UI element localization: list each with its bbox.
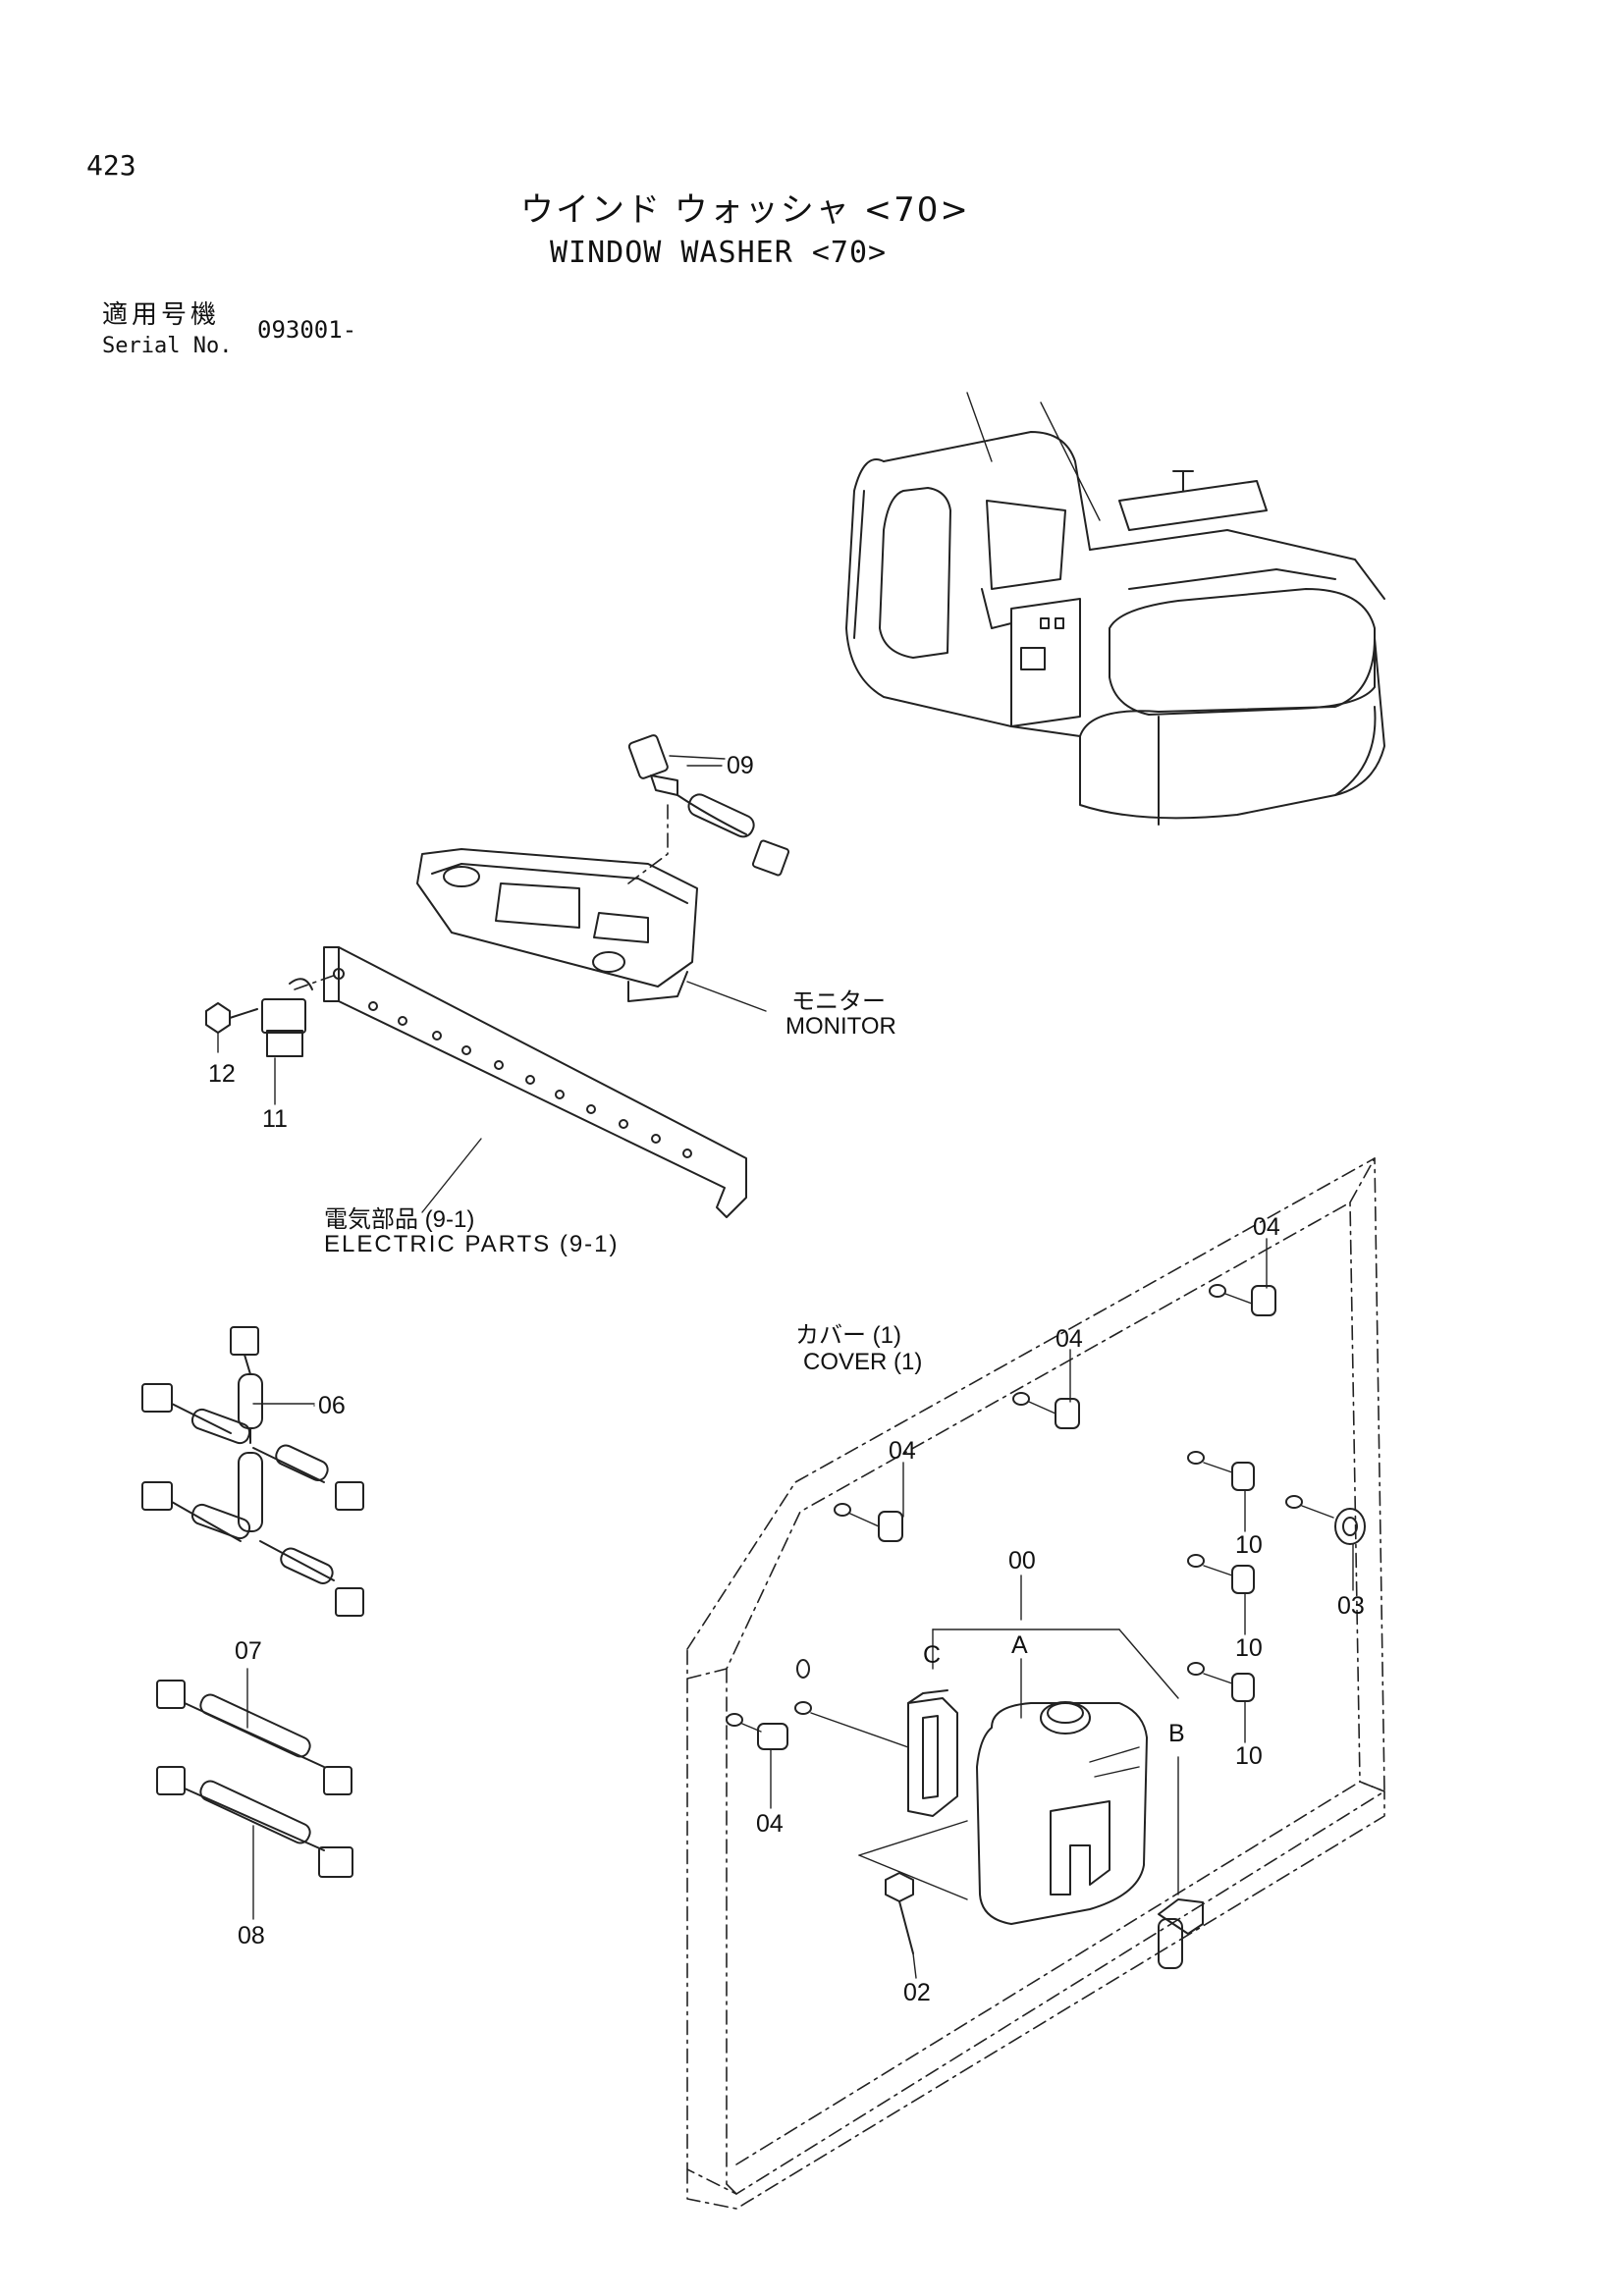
callout-12: 12: [208, 1060, 236, 1088]
cover-label-japanese: カバー (1): [795, 1322, 901, 1349]
page-title: WINDOW WASHER <70>: [550, 236, 888, 270]
washer-tank-icon: [794, 1575, 1204, 1969]
callout-10-b: 10: [1235, 1634, 1263, 1662]
cover-label: COVER (1): [803, 1349, 923, 1375]
harness-07-icon: [156, 1668, 352, 1795]
clip-04-left-icon: [834, 1462, 904, 1542]
clip-10-b-icon: [1187, 1554, 1255, 1635]
page-title-japanese: ウインド ウォッシャ <70>: [520, 190, 970, 230]
serial-number: 093001-: [257, 316, 357, 344]
serial-label: Serial No.: [102, 334, 233, 358]
callout-ref-c: C: [923, 1641, 942, 1669]
callout-08: 08: [238, 1922, 265, 1949]
page-number: 423: [86, 149, 136, 182]
callout-02: 02: [903, 1979, 931, 2006]
callout-10-c: 10: [1235, 1742, 1263, 1770]
monitor-label: MONITOR: [785, 1013, 896, 1040]
callout-ref-a: A: [1011, 1631, 1028, 1659]
monitor-panel-icon: [416, 848, 767, 1012]
clip-04-top-icon: [1209, 1238, 1276, 1316]
relay-11-icon: [261, 978, 313, 1105]
callout-04-bottom: 04: [756, 1810, 784, 1838]
callout-04-top: 04: [1253, 1213, 1280, 1241]
callout-03: 03: [1337, 1592, 1365, 1620]
harness-08-icon: [156, 1766, 353, 1920]
clip-04-mid-icon: [1012, 1349, 1080, 1429]
callout-06: 06: [318, 1392, 346, 1419]
bolt-12-icon: [205, 1002, 258, 1053]
callout-10-a: 10: [1235, 1531, 1263, 1559]
callout-ref-b: B: [1168, 1720, 1185, 1747]
bolt-02-icon: [885, 1872, 917, 1979]
callout-00: 00: [1008, 1547, 1036, 1575]
excavator-overview-icon: [845, 392, 1385, 826]
cover-frame-icon: [686, 1157, 1385, 2210]
callout-11: 11: [262, 1105, 288, 1133]
clip-10-c-icon: [1187, 1662, 1255, 1743]
electric-bracket-icon: [294, 946, 747, 1218]
callout-04-mid: 04: [1056, 1325, 1083, 1353]
serial-label-japanese: 適用号機: [102, 300, 221, 330]
callout-04-left: 04: [889, 1437, 916, 1465]
monitor-label-japanese: モニター: [791, 988, 886, 1015]
grommet-03-icon: [1285, 1495, 1366, 1591]
harness-06-icon: [141, 1326, 364, 1617]
electric-parts-label-japanese: 電気部品 (9-1): [324, 1206, 475, 1233]
harness-09-icon: [627, 734, 790, 884]
callout-09: 09: [727, 752, 754, 779]
clip-04-bottom-icon: [726, 1713, 788, 1809]
clip-10-a-icon: [1187, 1451, 1255, 1532]
callout-07: 07: [235, 1637, 262, 1665]
electric-parts-label: ELECTRIC PARTS (9-1): [324, 1231, 620, 1257]
